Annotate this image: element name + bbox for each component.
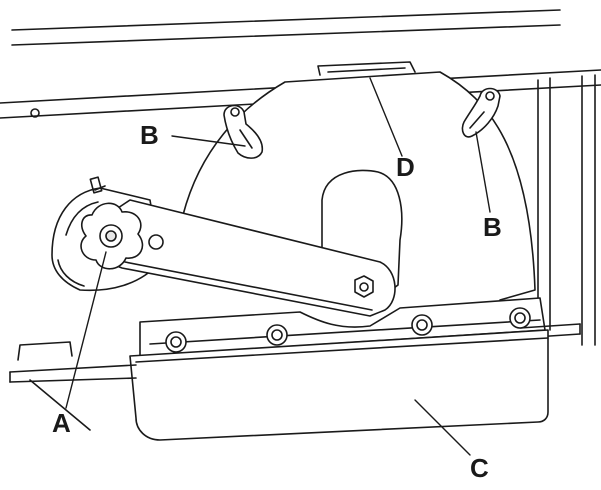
leader-lines	[65, 77, 491, 456]
roller	[266, 324, 288, 346]
roller	[509, 307, 531, 329]
frame-bottom	[9, 341, 137, 431]
leader-c	[414, 399, 471, 456]
leader-b-right	[475, 131, 491, 213]
callout-c: C	[470, 453, 489, 483]
callout-b-left: B	[140, 120, 159, 150]
leader-b-left	[171, 135, 246, 147]
arm-nut	[354, 275, 374, 298]
leader-a	[65, 251, 107, 409]
callout-a: A	[52, 408, 71, 438]
roller	[165, 331, 187, 353]
guard-lever-right	[461, 87, 501, 138]
star-knob	[80, 202, 144, 270]
lower-tray	[129, 329, 549, 441]
leader-d	[369, 77, 403, 157]
guide-bar	[139, 297, 581, 357]
callout-d: D	[396, 152, 415, 182]
callout-b-right: B	[483, 212, 502, 242]
frame-side	[537, 74, 596, 346]
roller	[411, 314, 433, 336]
